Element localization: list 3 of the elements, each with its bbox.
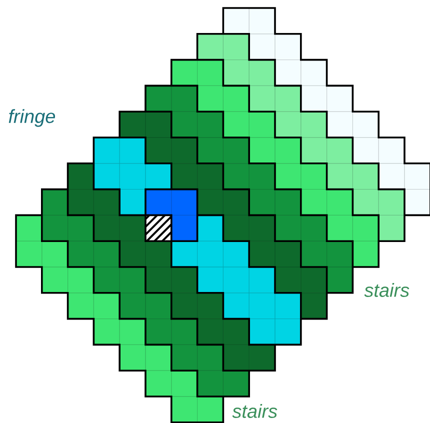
region-label: fringe [8, 109, 56, 127]
region-label: stairs [232, 404, 278, 418]
region-label: stairs [364, 283, 410, 297]
